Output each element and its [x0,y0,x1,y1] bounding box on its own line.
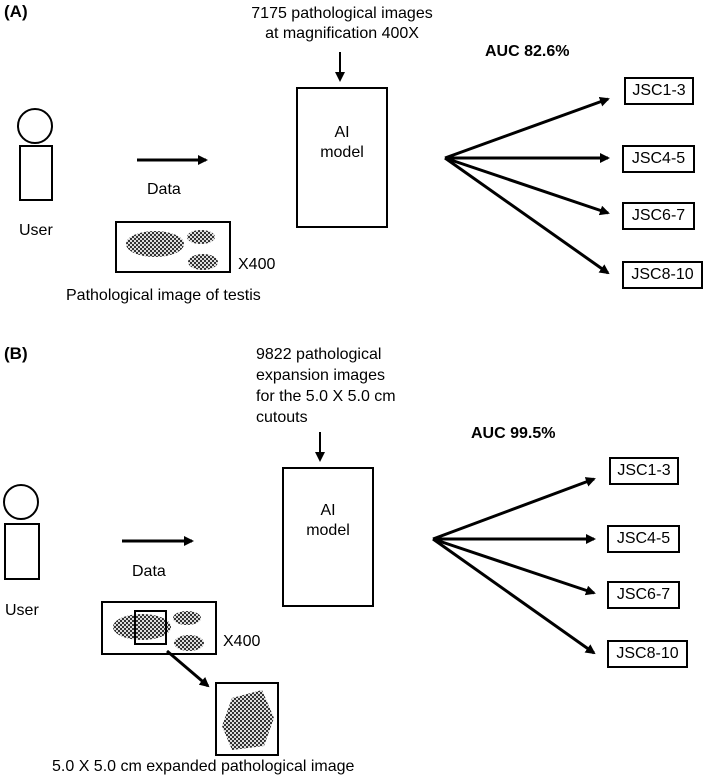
magnification-label-a: X400 [238,256,276,273]
auc-label-a: AUC 82.6% [485,43,570,60]
output-jsc6-7-a: JSC6-7 [622,202,695,230]
data-label-b: Data [132,563,166,580]
ai-model-box-a [296,87,388,228]
user-label-b: User [5,602,39,619]
ai-model-box-b [282,467,374,607]
ai-model-label-a-line1: AI [334,124,350,141]
data-label-a: Data [147,181,181,198]
output-jsc4-5-a: JSC4-5 [622,145,695,173]
output-jsc8-10-b: JSC8-10 [607,640,688,668]
panel-a-input-text-line2: at magnification 400X [265,25,419,42]
user-icon-a [17,108,53,201]
panel-b-input-text-line4: cutouts [256,409,308,426]
user-label-a: User [19,222,53,239]
tissue-image-box-a [115,221,231,273]
output-arrows-b [432,477,596,655]
output-arrows-a [444,97,610,275]
output-jsc6-7-b: JSC6-7 [607,581,680,609]
output-jsc4-5-b: JSC4-5 [607,525,680,553]
tissue-blobs-b [113,611,204,651]
panel-b-input-text-line1: 9822 pathological [256,346,382,363]
image-caption-a: Pathological image of testis [66,287,261,304]
panel-b-input-text-line3: for the 5.0 X 5.0 cm [256,388,396,405]
panel-b-label: (B) [4,344,28,363]
ai-model-label-b-line1: AI [320,502,336,519]
output-jsc1-3-a: JSC1-3 [624,77,694,105]
panel-b-input-text-line2: expansion images [256,367,385,384]
cutout-square-b [134,610,167,645]
panel-a-label: (A) [4,2,28,21]
magnification-label-b: X400 [223,633,261,650]
tissue-image-box-b [101,601,217,655]
tissue-blobs-a [126,230,218,270]
output-jsc8-10-a: JSC8-10 [622,261,703,289]
ai-model-label-a-line2: model [320,144,364,161]
user-icon-b [3,484,40,580]
output-jsc1-3-b: JSC1-3 [609,457,679,485]
expanded-image-box-b [215,682,279,756]
panel-a-input-text-line1: 7175 pathological images [251,5,433,22]
expanded-image-content-b [222,690,274,750]
image-caption-b: 5.0 X 5.0 cm expanded pathological image [52,758,355,775]
ai-model-label-b-line2: model [306,522,350,539]
auc-label-b: AUC 99.5% [471,425,556,442]
expand-arrow-b [166,649,210,688]
